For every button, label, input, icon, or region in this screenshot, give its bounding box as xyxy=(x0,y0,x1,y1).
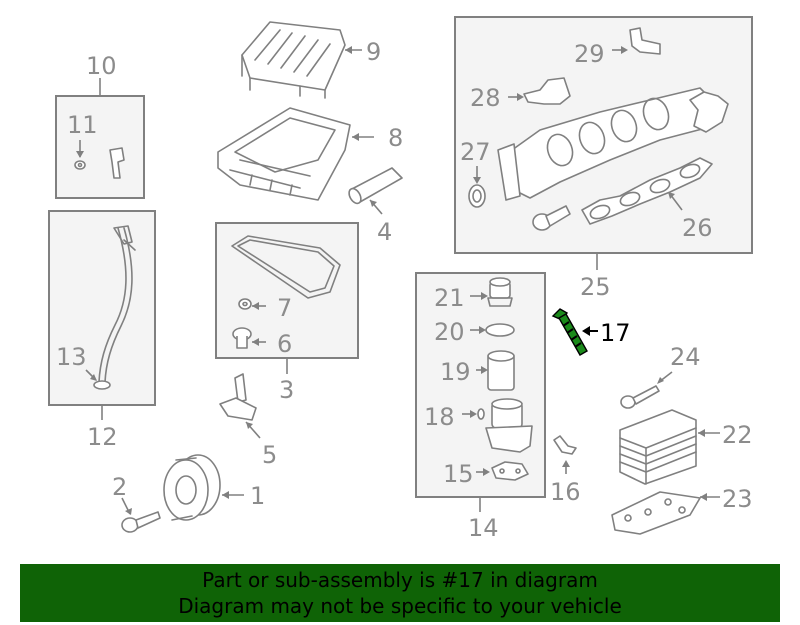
part-6-plug xyxy=(232,327,252,349)
callout-21[interactable]: 21 xyxy=(434,284,465,312)
callout-3[interactable]: 3 xyxy=(279,376,294,404)
callout-19[interactable]: 19 xyxy=(440,358,471,386)
part-4-filter-element xyxy=(348,167,403,205)
part-7-washer xyxy=(238,298,252,310)
part-21-cap xyxy=(487,277,513,307)
part-15-gasket xyxy=(491,461,529,481)
part-29-sensor xyxy=(629,27,661,55)
part-11-washer xyxy=(74,160,86,170)
part-2-bolt xyxy=(121,511,161,533)
part-12-dipstick-tube xyxy=(98,225,136,383)
callout-18[interactable]: 18 xyxy=(424,403,455,431)
callout-16[interactable]: 16 xyxy=(550,478,581,506)
callout-15[interactable]: 15 xyxy=(443,460,474,488)
callout-2[interactable]: 2 xyxy=(112,473,127,501)
banner-line-2: Diagram may not be specific to your vehi… xyxy=(178,594,622,618)
callout-7[interactable]: 7 xyxy=(277,294,292,322)
part-18-filter-housing xyxy=(477,398,533,453)
callout-4[interactable]: 4 xyxy=(377,218,392,246)
group-box-14 xyxy=(415,272,546,498)
part-3-oil-pan-gasket xyxy=(231,235,341,299)
part-10-sensor xyxy=(109,147,125,179)
part-28-sensor xyxy=(523,77,571,105)
part-25-throttle-body xyxy=(689,91,729,133)
callout-17-highlighted[interactable]: 17 xyxy=(600,319,631,347)
callout-24[interactable]: 24 xyxy=(670,343,701,371)
part-9-engine-cover xyxy=(241,21,346,99)
part-26-manifold-gasket xyxy=(581,157,713,225)
callout-13[interactable]: 13 xyxy=(56,343,87,371)
part-19-oil-filter xyxy=(487,350,515,391)
callout-23[interactable]: 23 xyxy=(722,485,753,513)
part-23-gasket xyxy=(611,491,701,535)
callout-6[interactable]: 6 xyxy=(277,330,292,358)
callout-9[interactable]: 9 xyxy=(366,38,381,66)
group-box-12 xyxy=(48,210,156,406)
callout-1[interactable]: 1 xyxy=(250,482,265,510)
callout-25[interactable]: 25 xyxy=(580,273,611,301)
info-banner: Part or sub-assembly is #17 in diagram D… xyxy=(20,564,780,622)
callout-10[interactable]: 10 xyxy=(86,52,117,80)
part-27-gasket xyxy=(468,184,486,208)
callout-28[interactable]: 28 xyxy=(470,84,501,112)
part-24-bolt xyxy=(620,385,660,409)
group-box-10 xyxy=(55,95,145,199)
part-16-bracket xyxy=(553,435,577,455)
banner-line-1: Part or sub-assembly is #17 in diagram xyxy=(202,568,598,592)
callout-20[interactable]: 20 xyxy=(434,318,465,346)
part-13-o-ring xyxy=(93,380,111,390)
callout-22[interactable]: 22 xyxy=(722,421,753,449)
callout-12[interactable]: 12 xyxy=(87,423,118,451)
callout-8[interactable]: 8 xyxy=(388,124,403,152)
part-22-oil-cooler xyxy=(619,409,697,485)
part-1-pulley xyxy=(163,454,221,521)
parts-diagram: 1 2 3 4 5 6 7 8 9 10 11 12 13 14 15 16 1… xyxy=(48,16,753,542)
callout-29[interactable]: 29 xyxy=(574,40,605,68)
callout-26[interactable]: 26 xyxy=(682,214,713,242)
callout-5[interactable]: 5 xyxy=(262,441,277,469)
part-17-bolt-highlighted xyxy=(551,308,588,356)
callout-27[interactable]: 27 xyxy=(460,138,491,166)
part-5-sensor xyxy=(219,373,257,421)
part-20-o-ring xyxy=(485,323,515,337)
callout-14[interactable]: 14 xyxy=(468,514,499,542)
callout-11[interactable]: 11 xyxy=(67,111,98,139)
part-8-cover xyxy=(217,107,351,201)
part-25-bolt xyxy=(532,205,571,231)
